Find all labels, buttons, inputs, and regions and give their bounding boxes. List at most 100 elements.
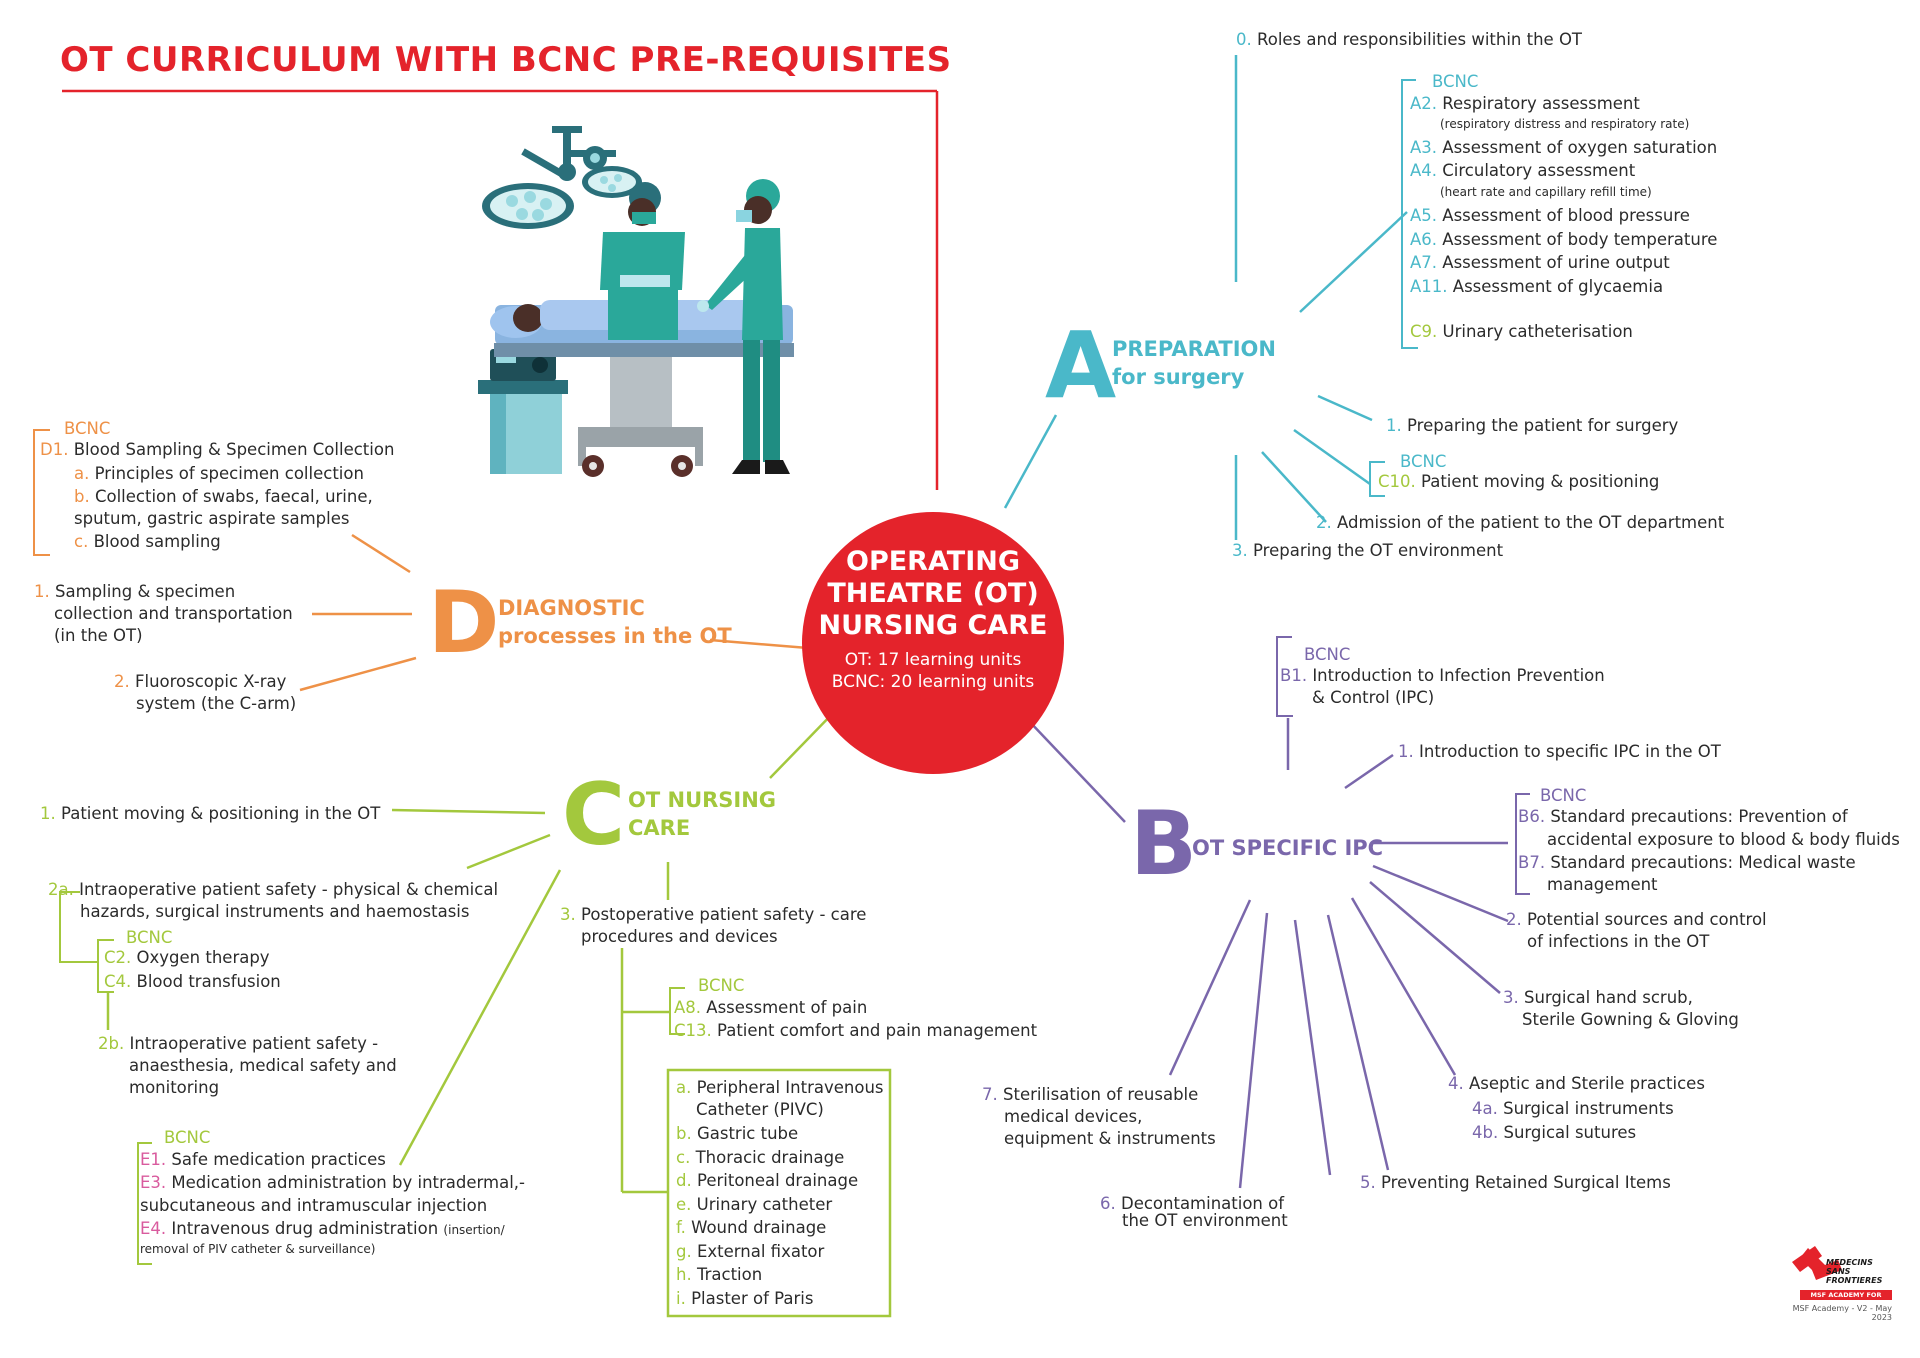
bcnc-label: BCNC: [1540, 786, 1587, 805]
unit-c2b-cont: anaesthesia, medical safety and: [129, 1056, 397, 1075]
bcnc-c-item: A8. Assessment of pain: [674, 998, 868, 1017]
bcnc-a-item: A11. Assessment of glycaemia: [1410, 277, 1664, 296]
device-item-cont: Catheter (PIVC): [696, 1100, 824, 1119]
bcnc-a-item: C10. Patient moving & positioning: [1378, 472, 1660, 491]
unit-b6: 6. Decontamination of: [1100, 1194, 1285, 1213]
bcnc-a-note: (heart rate and capillary refill time): [1440, 185, 1652, 199]
unit-b1: 1. Introduction to specific IPC in the O…: [1398, 742, 1721, 761]
version-label: MSF Academy - V2 - May 2023: [1792, 1304, 1892, 1322]
surgery-illustration: [478, 126, 794, 477]
unit-c1: 1. Patient moving & positioning in the O…: [40, 804, 381, 823]
branch-a-letter: A: [1045, 312, 1117, 419]
bcnc-b-item: B7. Standard precautions: Medical waste: [1518, 853, 1856, 872]
device-item: g. External fixator: [676, 1242, 825, 1261]
device-item: b. Gastric tube: [676, 1124, 799, 1143]
branch-d-lines: [33, 429, 809, 692]
bcnc-a-item: A2. Respiratory assessment: [1410, 94, 1640, 113]
unit-c3-cont: procedures and devices: [581, 927, 778, 946]
bcnc-label: BCNC: [64, 419, 111, 438]
device-item: d. Peritoneal drainage: [676, 1171, 859, 1190]
unit-a3: 3. Preparing the OT environment: [1232, 541, 1504, 560]
unit-c2b: 2b. Intraoperative patient safety -: [98, 1034, 379, 1053]
bcnc-a-item: A3. Assessment of oxygen saturation: [1410, 138, 1718, 157]
bcnc-e-item-cont: subcutaneous and intramuscular injection: [140, 1196, 488, 1215]
ot-units-count: OT: 17 learning units: [844, 650, 1022, 670]
unit-d2: 2. Fluoroscopic X-ray: [114, 672, 287, 691]
device-item: e. Urinary catheter: [676, 1195, 833, 1214]
central-title-line: OPERATING: [846, 546, 1020, 577]
bcnc-a-item: A4. Circulatory assessment: [1410, 161, 1636, 180]
title-frame: [62, 89, 939, 490]
unit-b7-cont: medical devices,: [1004, 1107, 1143, 1126]
branch-c-lines: [59, 709, 892, 1318]
bcnc-label: BCNC: [698, 976, 745, 995]
unit-b7-cont: equipment & instruments: [1004, 1129, 1216, 1148]
unit-b4b: 4b. Surgical sutures: [1472, 1123, 1637, 1142]
device-item: i. Plaster of Paris: [676, 1289, 814, 1308]
bcnc-e-item-cont: removal of PIV catheter & surveillance): [140, 1242, 376, 1256]
bcnc-d-item: D1. Blood Sampling & Specimen Collection: [40, 440, 395, 459]
branch-b-letter: B: [1130, 792, 1198, 895]
bcnc-d-sub-cont: sputum, gastric aspirate samples: [74, 509, 350, 528]
bcnc-d-sub: c. Blood sampling: [74, 532, 221, 551]
bcnc-a-item: C9. Urinary catheterisation: [1410, 322, 1633, 341]
branch-d-title-line: processes in the OT: [498, 624, 732, 648]
bcnc-c-item: C2. Oxygen therapy: [104, 948, 270, 967]
branch-c-title-line: OT NURSING: [628, 788, 777, 812]
page-title: OT CURRICULUM WITH BCNC PRE-REQUISITES: [60, 40, 952, 80]
central-topic-subtitle: OT: 17 learning units BCNC: 20 learning …: [802, 649, 1064, 693]
bcnc-label: BCNC: [1432, 72, 1479, 91]
unit-d2-cont: system (the C-arm): [136, 694, 297, 713]
bcnc-a-item: A5. Assessment of blood pressure: [1410, 206, 1690, 225]
unit-d1-cont: collection and transportation: [54, 604, 293, 623]
device-item: h. Traction: [676, 1265, 763, 1284]
bcnc-label: BCNC: [126, 928, 173, 947]
branch-d-title-line: DIAGNOSTIC: [498, 596, 645, 620]
unit-c3: 3. Postoperative patient safety - care: [560, 905, 867, 924]
branch-a-title-line: for surgery: [1112, 365, 1245, 389]
unit-b6-cont: the OT environment: [1122, 1211, 1288, 1230]
branch-c-title: OT NURSING CARE: [628, 786, 776, 842]
unit-a0: 0. Roles and responsibilities within the…: [1236, 30, 1583, 49]
central-title-line: THEATRE (OT): [827, 578, 1039, 609]
unit-b2-cont: of infections in the OT: [1527, 932, 1710, 951]
bcnc-units-count: BCNC: 20 learning units: [831, 672, 1035, 692]
central-topic-title: OPERATING THEATRE (OT) NURSING CARE: [802, 546, 1064, 642]
unit-a1: 1. Preparing the patient for surgery: [1386, 416, 1679, 435]
unit-b4a: 4a. Surgical instruments: [1472, 1099, 1674, 1118]
bcnc-c-item: C13. Patient comfort and pain management: [674, 1021, 1038, 1040]
unit-b3-cont: Sterile Gowning & Gloving: [1522, 1010, 1739, 1029]
bcnc-d-sub: a. Principles of specimen collection: [74, 464, 364, 483]
branch-a-lines: [1003, 55, 1418, 540]
bcnc-label: BCNC: [164, 1128, 211, 1147]
device-item: c. Thoracic drainage: [676, 1148, 845, 1167]
bcnc-b-item: B1. Introduction to Infection Prevention: [1280, 666, 1605, 685]
branch-c-title-line: CARE: [628, 816, 691, 840]
unit-b5: 5. Preventing Retained Surgical Items: [1360, 1173, 1671, 1192]
branch-d-title: DIAGNOSTIC processes in the OT: [498, 594, 732, 650]
bcnc-b-item-cont: accidental exposure to blood & body flui…: [1547, 830, 1900, 849]
bcnc-d-sub: b. Collection of swabs, faecal, urine,: [74, 487, 373, 506]
msf-logo-mark: [1792, 1246, 1892, 1300]
unit-b3: 3. Surgical hand scrub,: [1503, 988, 1693, 1007]
bcnc-a-item: A7. Assessment of urine output: [1410, 253, 1670, 272]
bcnc-a-note: (respiratory distress and respiratory ra…: [1440, 117, 1690, 131]
unit-c2a-cont: hazards, surgical instruments and haemos…: [80, 902, 470, 921]
unit-b7: 7. Sterilisation of reusable: [982, 1085, 1199, 1104]
bcnc-c-item: C4. Blood transfusion: [104, 972, 281, 991]
unit-d1-cont: (in the OT): [54, 626, 143, 645]
bcnc-label: BCNC: [1304, 645, 1351, 664]
branch-a-title: PREPARATION for surgery: [1112, 335, 1276, 391]
bcnc-e-item: E4. Intravenous drug administration (ins…: [140, 1219, 505, 1238]
branch-b-lines: [1027, 636, 1530, 1189]
bcnc-b-item-cont: management: [1547, 875, 1658, 894]
unit-b2: 2. Potential sources and control: [1506, 910, 1767, 929]
device-item: f. Wound drainage: [676, 1218, 827, 1237]
bcnc-e-item: E1. Safe medication practices: [140, 1150, 386, 1169]
bcnc-e-item: E3. Medication administration by intrade…: [140, 1173, 525, 1192]
unit-c2b-cont: monitoring: [129, 1078, 220, 1097]
unit-b4: 4. Aseptic and Sterile practices: [1448, 1074, 1705, 1093]
central-topic: OPERATING THEATRE (OT) NURSING CARE OT: …: [802, 512, 1064, 774]
bcnc-b-item-cont: & Control (IPC): [1312, 688, 1435, 707]
